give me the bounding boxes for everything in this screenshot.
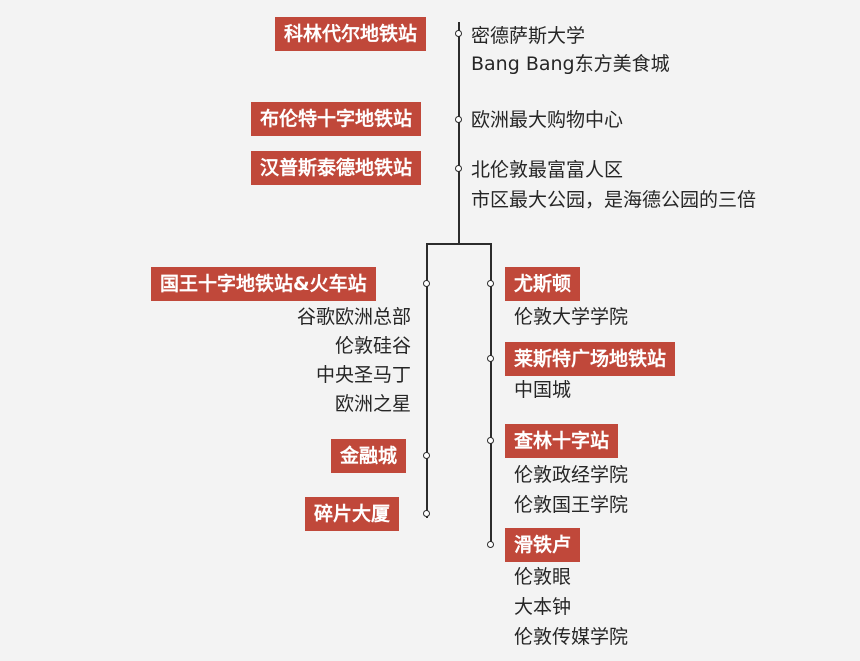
station-city-of-london: 金融城 bbox=[331, 439, 407, 473]
place-google-eu-hq: 谷歌欧洲总部 bbox=[296, 306, 411, 328]
place-lse: 伦敦政经学院 bbox=[514, 464, 629, 486]
right-branch-line bbox=[490, 243, 492, 544]
station-the-shard: 碎片大厦 bbox=[305, 497, 400, 531]
place-big-ben: 大本钟 bbox=[514, 596, 572, 618]
station-dot bbox=[487, 541, 494, 548]
left-branch-line bbox=[426, 243, 428, 518]
station-hampstead: 汉普斯泰德地铁站 bbox=[251, 151, 422, 185]
station-dot bbox=[455, 165, 462, 172]
station-waterloo: 滑铁卢 bbox=[505, 528, 581, 562]
fork-line bbox=[426, 243, 492, 245]
station-euston: 尤斯顿 bbox=[505, 267, 581, 301]
station-dot bbox=[487, 355, 494, 362]
place-kings-college: 伦敦国王学院 bbox=[514, 494, 629, 516]
station-dot bbox=[423, 280, 430, 287]
place-central-saint-martins: 中央圣马丁 bbox=[315, 364, 411, 386]
station-kings-cross: 国王十字地铁站&火车站 bbox=[151, 267, 376, 301]
place-ucl: 伦敦大学学院 bbox=[514, 306, 629, 328]
place-wealthy-area: 北伦敦最富富人区 bbox=[471, 159, 624, 181]
station-dot bbox=[487, 280, 494, 287]
place-london-silicon-valley: 伦敦硅谷 bbox=[334, 335, 411, 357]
place-chinatown: 中国城 bbox=[514, 379, 572, 401]
station-dot bbox=[487, 437, 494, 444]
station-charing-cross: 查林十字站 bbox=[505, 424, 619, 458]
station-colindale: 科林代尔地铁站 bbox=[275, 17, 427, 51]
trunk-line bbox=[458, 22, 460, 245]
station-dot bbox=[423, 452, 430, 459]
station-dot bbox=[455, 30, 462, 37]
station-brent-cross: 布伦特十字地铁站 bbox=[251, 102, 422, 136]
station-leicester-square: 莱斯特广场地铁站 bbox=[505, 342, 676, 376]
place-london-eye: 伦敦眼 bbox=[514, 566, 572, 588]
station-dot bbox=[455, 116, 462, 123]
place-eurostar: 欧洲之星 bbox=[334, 393, 411, 415]
place-london-college-of-communication: 伦敦传媒学院 bbox=[514, 626, 629, 648]
place-bang-bang-food-court: Bang Bang东方美食城 bbox=[471, 53, 670, 75]
place-largest-mall: 欧洲最大购物中心 bbox=[471, 109, 624, 131]
place-middlesex-university: 密德萨斯大学 bbox=[471, 25, 586, 47]
place-largest-park: 市区最大公园，是海德公园的三倍 bbox=[471, 189, 757, 211]
station-dot bbox=[423, 510, 430, 517]
